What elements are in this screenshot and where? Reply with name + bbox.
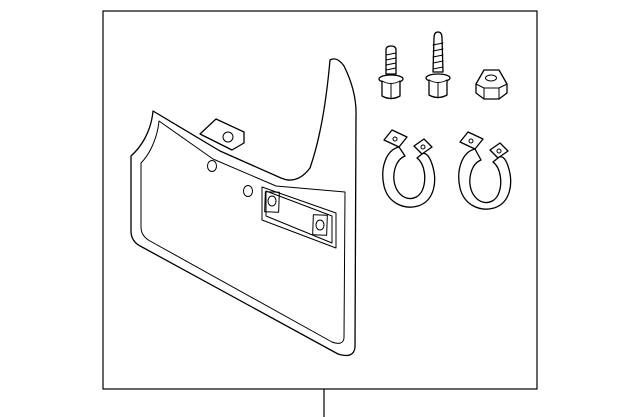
bolt-icon: [378, 45, 404, 100]
clamp-icon: [458, 131, 512, 210]
bolt-icon: [425, 31, 451, 99]
nut-icon: [475, 69, 508, 100]
mud-flap-icon: [130, 58, 357, 357]
diagram-frame: [102, 10, 538, 390]
clamp-icon: [382, 129, 436, 208]
